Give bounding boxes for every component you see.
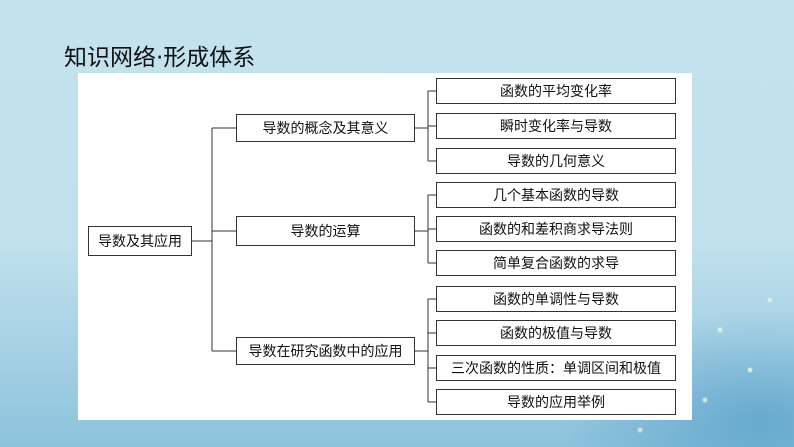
leaf-node: 几个基本函数的导数 [436, 182, 676, 208]
leaf-node: 函数的极值与导数 [436, 320, 676, 346]
leaf-node: 导数的应用举例 [436, 389, 676, 415]
leaf-node: 瞬时变化率与导数 [436, 113, 676, 139]
leaf-node: 函数的和差积商求导法则 [436, 216, 676, 242]
branch-node: 导数的运算 [236, 216, 415, 246]
leaf-node: 三次函数的性质：单调区间和极值 [436, 355, 676, 381]
branch-node: 导数的概念及其意义 [236, 114, 415, 142]
leaf-node: 函数的单调性与导数 [436, 286, 676, 312]
leaf-node: 导数的几何意义 [436, 148, 676, 174]
page-title: 知识网络·形成体系 [64, 45, 256, 71]
leaf-node: 简单复合函数的求导 [436, 250, 676, 276]
leaf-node: 函数的平均变化率 [436, 78, 676, 104]
root-node: 导数及其应用 [88, 226, 192, 256]
branch-node: 导数在研究函数中的应用 [236, 337, 415, 365]
